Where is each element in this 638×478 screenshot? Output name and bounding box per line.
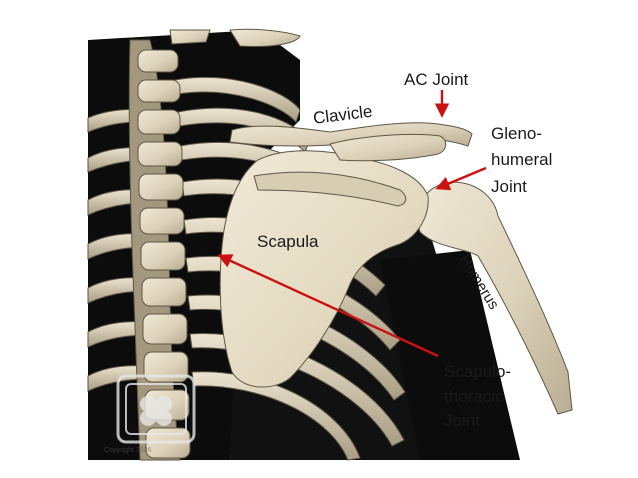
scapulothoracic-label-line: Scapulo- (444, 362, 512, 381)
glenohumeral-label-line: humeral (491, 150, 553, 170)
glenohumeral-label-line: Gleno- (491, 124, 543, 143)
bone-logo-icon (116, 374, 196, 444)
spine (128, 39, 191, 461)
glenohumeral-label-line: Joint (491, 176, 527, 196)
watermark-text: Copyright 2006 (104, 447, 152, 454)
scapula-bone (219, 133, 447, 388)
scapula-label: Scapula (257, 232, 319, 251)
glenohumeral-joint-label: Gleno- humeral Joint (491, 121, 552, 200)
glenohumeral-arrow (435, 166, 487, 191)
scapulothoracic-joint-label: Scapulo- thoracic Joint (444, 360, 511, 434)
scapulothoracic-label-line: thoracic (444, 386, 504, 406)
annotation-arrows (217, 90, 487, 358)
cervical-vertebra (169, 28, 301, 47)
ac-joint-label: AC Joint (404, 70, 469, 89)
scapulothoracic-arrow (217, 254, 439, 358)
clavicle-bone (229, 122, 473, 147)
scapulothoracic-label-line: Joint (444, 411, 480, 431)
